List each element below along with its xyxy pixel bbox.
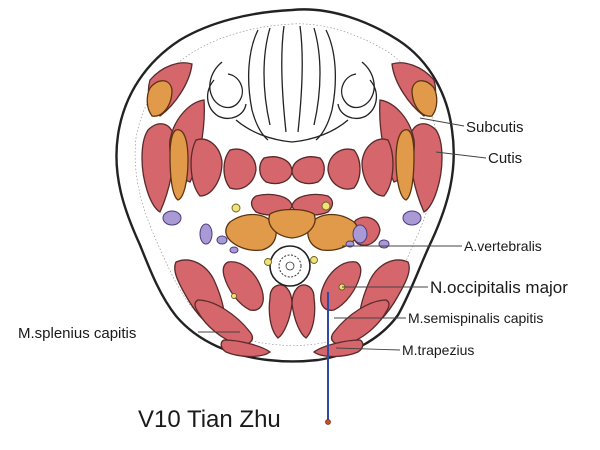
diagram-title: V10 Tian Zhu: [138, 406, 281, 433]
label-n-occipitalis-major: N.occipitalis major: [430, 278, 568, 297]
label-m-semispinalis-capitis: M.semispinalis capitis: [408, 310, 543, 326]
subcutis-layer: [134, 23, 438, 346]
nerves: [231, 201, 346, 299]
label-subcutis: Subcutis: [466, 119, 524, 136]
label-m-trapezius: M.trapezius: [402, 342, 474, 358]
label-a-vertebralis: A.vertebralis: [464, 238, 542, 254]
spinal-canal: [269, 245, 311, 287]
nasal-conchae: [207, 25, 377, 143]
leader-lines: [198, 117, 487, 351]
label-cutis: Cutis: [488, 150, 522, 167]
acupuncture-needle: [325, 292, 331, 425]
bones: [146, 80, 438, 252]
label-m-splenius-capitis: M.splenius capitis: [18, 325, 136, 342]
muscles: [141, 62, 443, 358]
vessels: [162, 210, 422, 254]
